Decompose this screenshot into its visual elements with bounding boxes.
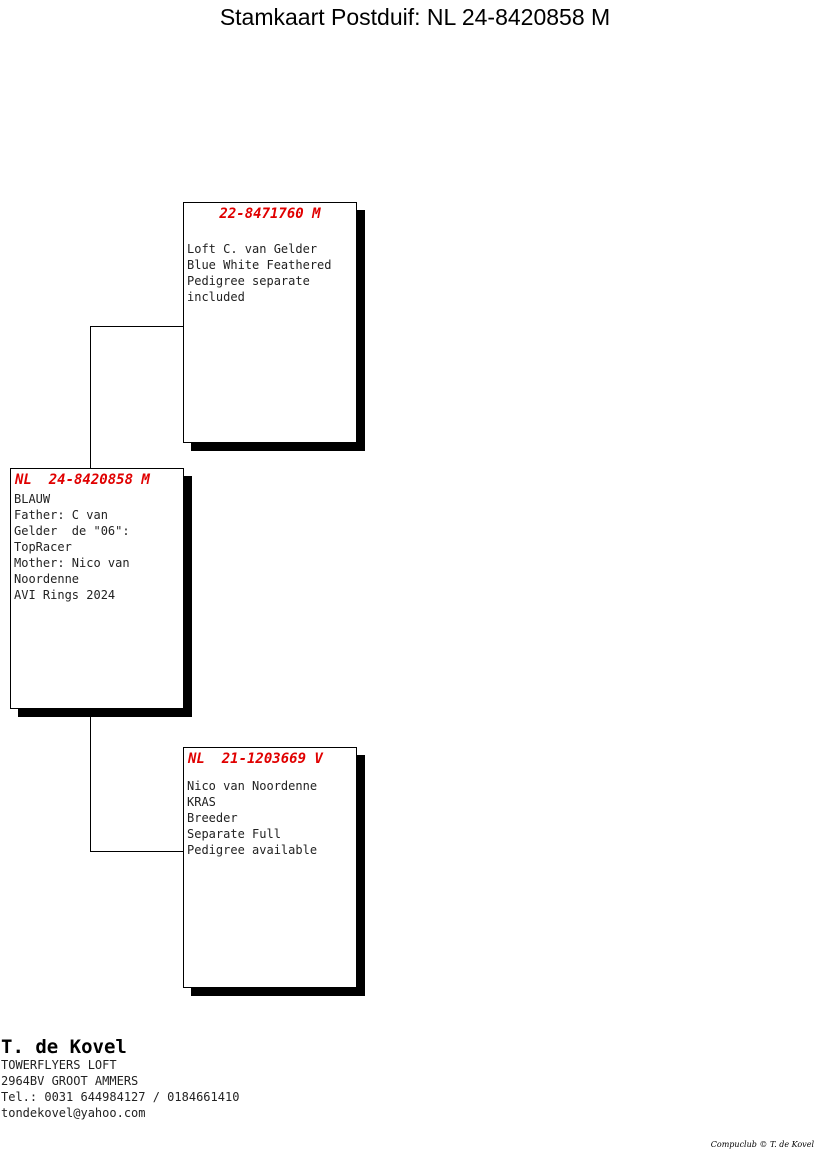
father-line: included — [187, 290, 245, 304]
subject-ring: NL 24-8420858 M — [15, 472, 150, 488]
mother-line: KRAS — [187, 795, 216, 809]
subject-line: Noordenne — [14, 572, 80, 586]
mother-line: Breeder — [187, 811, 238, 825]
owner-info: T. de Kovel TOWERFLYERS LOFT 2964BV GROO… — [1, 1037, 239, 1121]
father-card: 22-8471760 M Loft C. van Gelder Blue Whi… — [183, 202, 357, 443]
connector-father-h — [90, 326, 183, 327]
father-line: Blue White Feathered — [187, 258, 332, 272]
owner-name: T. de Kovel — [1, 1036, 127, 1058]
mother-line: Pedigree available — [187, 843, 318, 857]
owner-email: tondekovel@yahoo.com — [1, 1106, 146, 1120]
copyright: Compuclub © T. de Kovel — [710, 1140, 814, 1149]
subject-line: Mother: Nico van — [14, 556, 130, 570]
owner-loft: TOWERFLYERS LOFT — [1, 1058, 117, 1072]
connector-mother-h — [90, 851, 183, 852]
mother-line: Separate Full — [187, 827, 281, 841]
subject-line: TopRacer — [14, 540, 72, 554]
subject-card: NL 24-8420858 M BLAUW Father: C van Geld… — [10, 468, 184, 709]
subject-line: BLAUW — [14, 492, 51, 506]
mother-card: NL 21-1203669 V Nico van Noordenne KRAS … — [183, 747, 357, 988]
subject-line: Gelder de "06": — [14, 524, 130, 538]
father-ring: 22-8471760 M — [219, 206, 321, 222]
father-line: Pedigree separate — [187, 274, 310, 288]
page-title: Stamkaart Postduif: NL 24-8420858 M — [219, 4, 611, 30]
connector-father — [90, 326, 91, 468]
owner-phone: Tel.: 0031 644984127 / 0184661410 — [1, 1090, 240, 1104]
subject-line: AVI Rings 2024 — [14, 588, 116, 602]
owner-address: 2964BV GROOT AMMERS — [1, 1074, 139, 1088]
mother-line: Nico van Noordenne — [187, 779, 318, 793]
father-line: Loft C. van Gelder — [187, 242, 318, 256]
mother-ring: NL 21-1203669 V — [188, 751, 323, 767]
subject-line: Father: C van — [14, 508, 108, 522]
connector-mother — [90, 709, 91, 851]
